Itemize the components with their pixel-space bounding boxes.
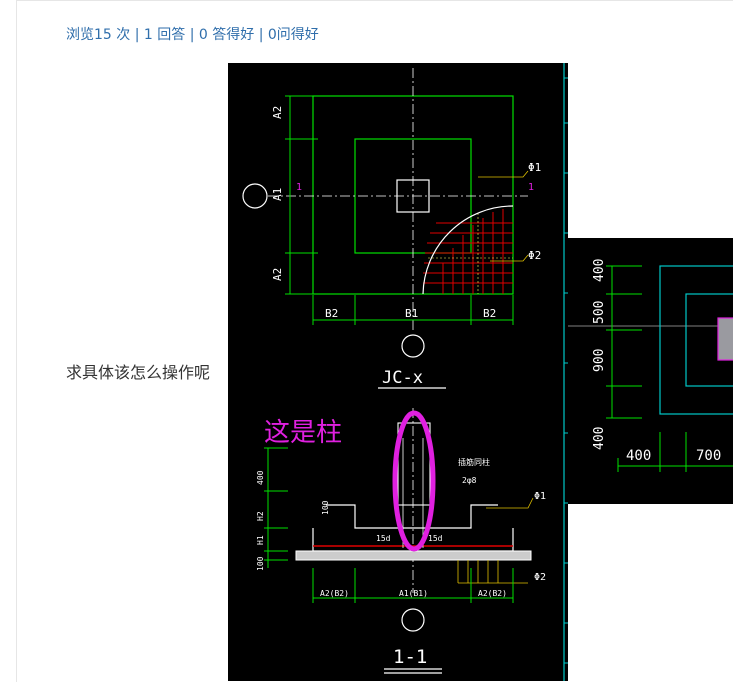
label-dim-400: 400 — [256, 470, 265, 485]
detail-marker — [401, 334, 425, 358]
stats-separator: | — [258, 27, 264, 43]
section-mark-right: 1 — [528, 182, 534, 193]
label-b1: B1 — [405, 307, 418, 320]
views-count[interactable]: 浏览15 次 — [66, 27, 131, 43]
label-note-top: 插筋同柱 — [458, 457, 490, 467]
label-a2-top: A2 — [271, 106, 284, 119]
dim-400-bottom: 400 — [592, 427, 607, 450]
label-b2-right: B2 — [483, 307, 496, 320]
label-h2: H2 — [256, 511, 265, 521]
label-h1: H1 — [256, 535, 265, 545]
label-a2b2-right: A2(B2) — [478, 589, 507, 598]
section-title: 1-1 — [393, 646, 427, 668]
label-15d-right: 15d — [428, 534, 443, 543]
cad-drawing2-svg: 400 500 900 400 400 700 — [568, 259, 733, 472]
cad-drawing-foundation: A2 A1 A2 1 1 B2 B1 B2 JC-x Φ1 Φ2 这是柱 400… — [228, 63, 568, 681]
cad-drawing-partial: 400 500 900 400 400 700 — [568, 238, 733, 504]
section-label-phi1: Φ1 — [534, 491, 546, 502]
section-marker-left — [242, 183, 268, 209]
stats-separator: | — [189, 27, 195, 43]
dim-400-horizontal: 400 — [626, 448, 651, 464]
stats-separator: | — [134, 27, 140, 43]
label-a1: A1 — [271, 188, 284, 201]
dim-700-horizontal: 700 — [696, 448, 721, 464]
question-text: 求具体该怎么操作呢 — [66, 363, 211, 382]
label-b2-left: B2 — [325, 307, 338, 320]
label-phi2: Φ2 — [528, 249, 541, 262]
question-stats: 浏览15 次 | 1 回答 | 0 答得好 | 0问得好 — [66, 24, 319, 44]
answers-count[interactable]: 1 回答 — [143, 27, 186, 43]
label-note-mid: 2φ8 — [462, 476, 477, 485]
cad-drawing-svg: A2 A1 A2 1 1 B2 B1 B2 JC-x Φ1 Φ2 这是柱 400… — [242, 63, 568, 681]
good-answers-count[interactable]: 0 答得好 — [198, 27, 255, 43]
section-label-phi2: Φ2 — [534, 572, 546, 583]
annotation-ellipse — [392, 410, 436, 552]
section-detail-marker — [401, 608, 425, 632]
section-mark-left: 1 — [296, 182, 302, 193]
good-questions-count[interactable]: 0问得好 — [267, 27, 319, 43]
dim-900: 900 — [592, 349, 607, 372]
dim-400-top: 400 — [592, 259, 607, 282]
label-a1b1: A1(B1) — [399, 589, 428, 598]
label-dim-100: 100 — [256, 556, 265, 571]
plan-title: JC-x — [382, 368, 423, 388]
label-phi1: Φ1 — [528, 161, 541, 174]
label-a2-bottom: A2 — [271, 268, 284, 281]
dim-500: 500 — [592, 301, 607, 324]
label-15d-left: 15d — [376, 534, 391, 543]
label-a2b2-left: A2(B2) — [320, 589, 349, 598]
label-dim-100-side: 100 — [321, 500, 330, 515]
annotation-column: 这是柱 — [264, 418, 342, 448]
